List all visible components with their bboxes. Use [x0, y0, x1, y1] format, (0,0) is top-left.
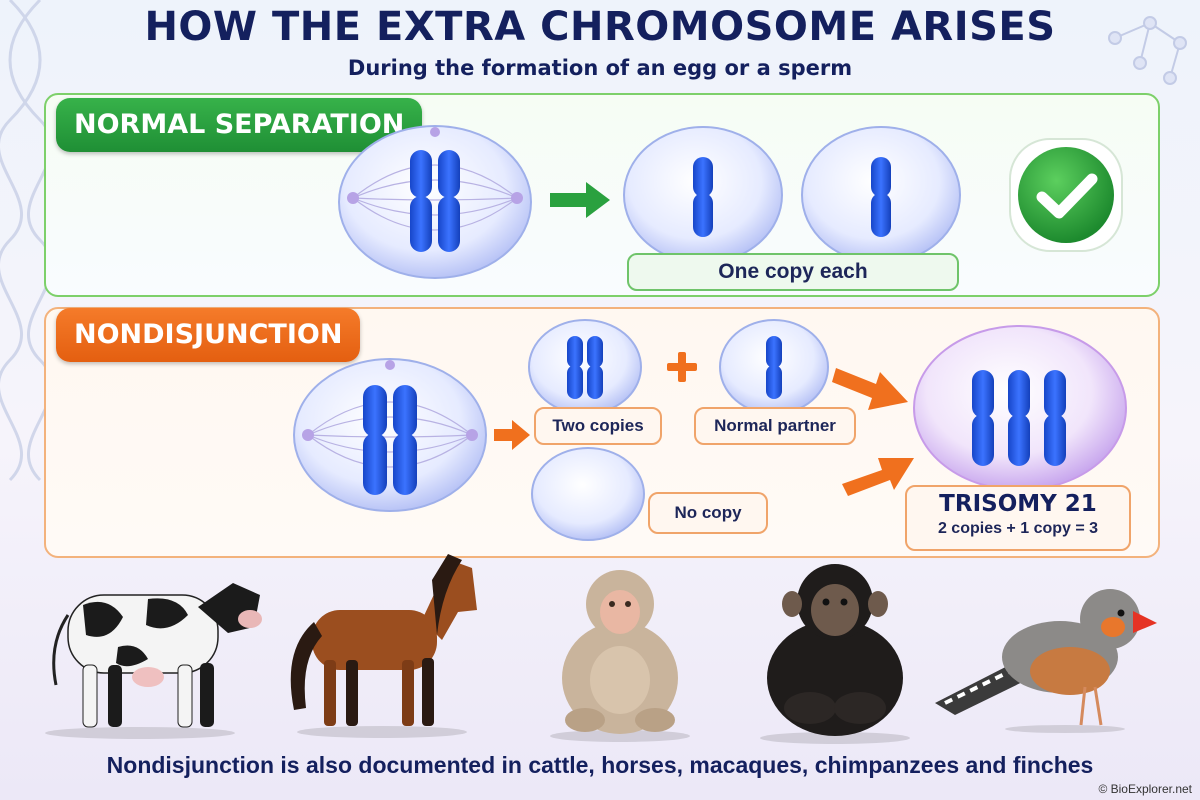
one-copy-label: One copy each	[627, 253, 959, 291]
daughter-cell-left	[623, 126, 783, 264]
two-copies-label: Two copies	[534, 407, 662, 445]
chimpanzee-icon	[760, 564, 910, 744]
page-subtitle: During the formation of an egg or a sper…	[347, 56, 853, 80]
arrow-down-right-icon	[832, 368, 908, 410]
trisomy-cell	[913, 325, 1127, 491]
cell-no-copy	[531, 447, 645, 541]
trisomy-result-box: TRISOMY 21 2 copies + 1 copy = 3	[905, 485, 1131, 551]
plus-icon	[667, 352, 697, 382]
footer-caption: Nondisjunction is also documented in cat…	[106, 752, 1094, 778]
nondisjunction-tag: NONDISJUNCTION	[56, 308, 361, 362]
molecule-decoration-icon	[1108, 16, 1187, 85]
normal-separation-tag: NORMAL SEPARATION	[56, 98, 423, 152]
dividing-cell-nondisjunction	[293, 358, 487, 512]
horse-icon	[290, 554, 477, 738]
no-copy-label: No copy	[648, 492, 768, 534]
cell-normal-partner	[719, 319, 829, 415]
trisomy-title: TRISOMY 21	[939, 491, 1097, 517]
daughter-cell-right	[801, 126, 961, 264]
finch-icon	[935, 589, 1157, 733]
trisomy-equation: 2 copies + 1 copy = 3	[937, 520, 1099, 537]
cow-icon	[45, 583, 262, 739]
macaque-icon	[550, 570, 690, 742]
arrow-right-icon	[494, 420, 530, 450]
normal-partner-label: Normal partner	[694, 407, 856, 445]
dividing-cell-normal	[338, 125, 532, 279]
credit-text: © BioExplorer.net	[1098, 782, 1192, 796]
arrow-right-icon	[550, 182, 610, 218]
page-title: HOW THE EXTRA CHROMOSOME ARISES	[144, 4, 1056, 50]
arrow-up-right-icon	[842, 458, 914, 496]
checkmark-icon	[1009, 138, 1123, 252]
cell-two-copies	[528, 319, 642, 415]
